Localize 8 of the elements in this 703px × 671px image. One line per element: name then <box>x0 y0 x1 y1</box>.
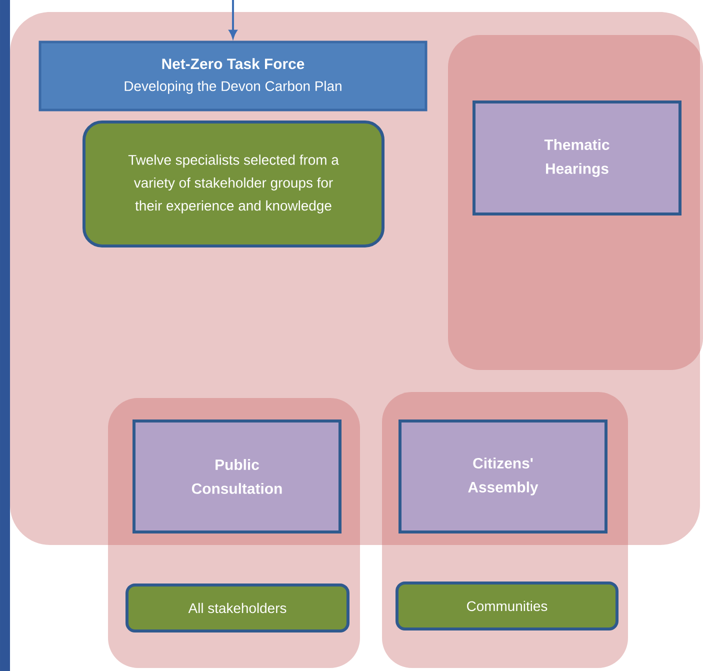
participant-box: All stakeholders <box>126 584 350 632</box>
participant-box: Communities <box>396 582 618 630</box>
arrow <box>228 0 238 38</box>
activity-box: Thematic Hearings <box>472 100 682 216</box>
description-box: Twelve specialists selected from a variety of stakeholder groups for their experience and knowledge <box>82 120 384 248</box>
activity-box: Public Consultation <box>132 420 342 534</box>
activity-box: Citizens' Assembly <box>398 420 608 534</box>
task-force-box: Net-Zero Task Force Developing the Devon Carbon Plan <box>38 40 428 112</box>
